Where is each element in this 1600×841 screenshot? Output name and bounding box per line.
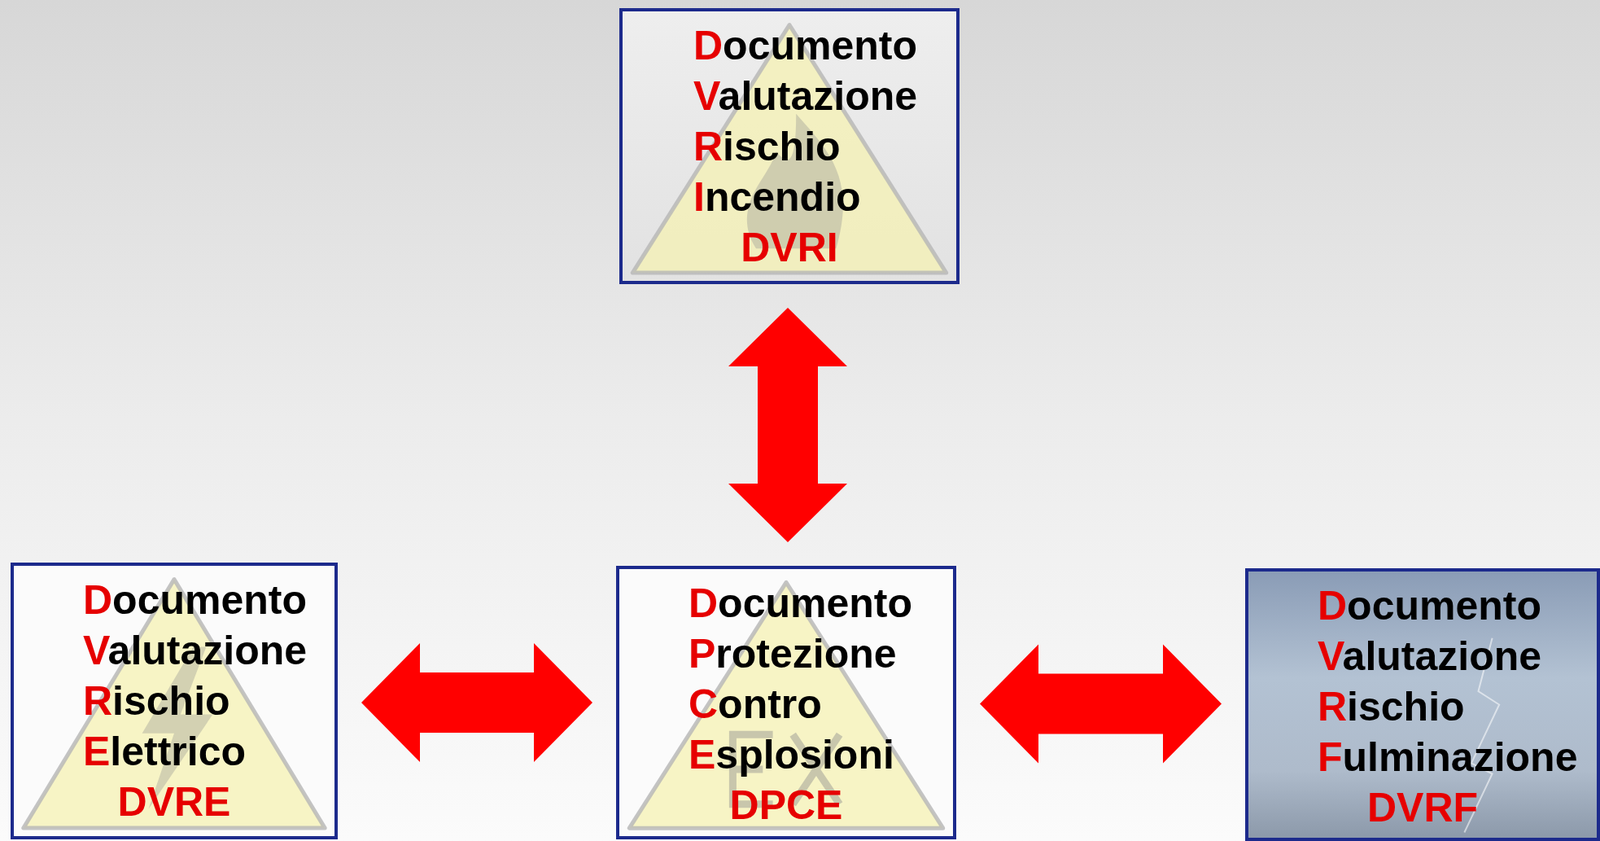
- document-acronym: DVRI: [622, 222, 957, 273]
- document-box: Documento Valutazione Rischio Fulminazio…: [1245, 568, 1600, 841]
- document-title: Documento Valutazione Rischio Elettrico: [13, 574, 335, 777]
- document-box: Documento Valutazione Rischio ElettricoD…: [10, 562, 338, 840]
- document-acronym: DVRF: [1248, 782, 1597, 833]
- document-box: Documento Valutazione Rischio IncendioDV…: [619, 8, 960, 285]
- title-word: Incendio: [693, 171, 947, 223]
- title-word: Valutazione: [1317, 630, 1587, 682]
- title-word: Fulminazione: [1317, 731, 1587, 783]
- document-title: Documento Valutazione Rischio Incendio: [622, 20, 957, 223]
- title-word: Valutazione: [83, 625, 325, 676]
- title-word: Elettrico: [83, 725, 325, 777]
- title-word: Valutazione: [693, 70, 947, 122]
- title-word: Documento: [688, 577, 944, 629]
- double-arrow: [979, 644, 1222, 764]
- title-word: Documento: [83, 574, 325, 626]
- document-acronym: DPCE: [619, 779, 954, 831]
- title-word: Rischio: [1317, 681, 1587, 732]
- title-word: Rischio: [83, 675, 325, 726]
- title-word: Contro: [688, 678, 944, 730]
- sky-background: [1248, 571, 1597, 838]
- document-box: Documento Protezione Contro EsplosioniDP…: [616, 565, 957, 840]
- document-title: Documento Valutazione Rischio Fulminazio…: [1248, 580, 1597, 783]
- title-word: Documento: [1317, 580, 1587, 631]
- title-word: Esplosioni: [688, 729, 944, 780]
- title-word: Rischio: [693, 121, 947, 172]
- double-arrow: [728, 307, 848, 543]
- document-acronym: DVRE: [13, 776, 335, 827]
- document-title: Documento Protezione Contro Esplosioni: [619, 577, 954, 780]
- double-arrow: [361, 642, 593, 762]
- title-word: Protezione: [688, 628, 944, 679]
- title-word: Documento: [693, 20, 947, 71]
